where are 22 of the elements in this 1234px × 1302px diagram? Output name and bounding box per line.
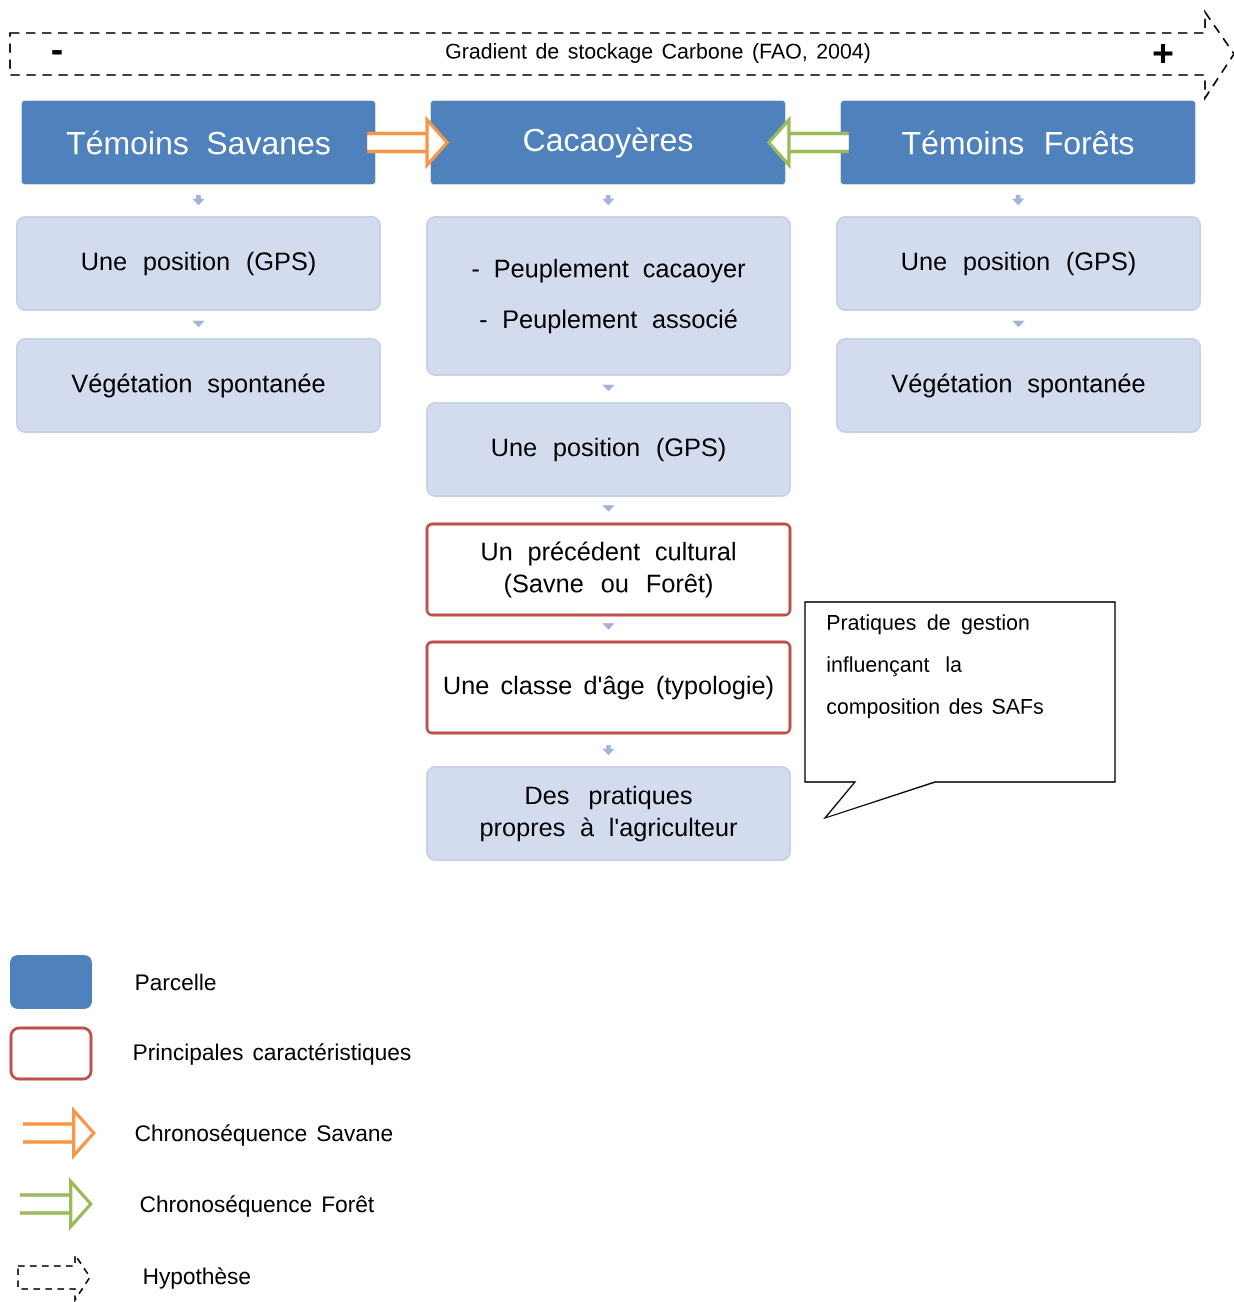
legend-label: Principales caractéristiques: [134, 1043, 411, 1065]
info-box: - Peuplement cacaoyer - Peuplement associé: [426, 216, 791, 376]
characteristic-box: Une classe d'âge (typologie): [425, 640, 792, 735]
speech-bubble: Pratiques de gestion influençant la composition des SAFs: [804, 601, 1116, 820]
parcel-box: Cacaoyères: [430, 100, 786, 185]
legend-label: Parcelle: [136, 973, 216, 991]
info-box: Une position (GPS): [426, 402, 791, 497]
legend-label: Chronoséquence Savane: [135, 1124, 393, 1146]
legend-label: Hypothèse: [144, 1267, 250, 1289]
gradient-label: Gradient de stockage Carbone (FAO, 2004): [446, 43, 870, 63]
info-box: Une position (GPS): [836, 216, 1201, 311]
dashed-arrow: [9, 9, 1234, 101]
parcel-box: Témoins Forêts: [840, 100, 1196, 185]
info-box: Une position (GPS): [16, 216, 381, 311]
parcel-box: Témoins Savanes: [21, 100, 376, 185]
info-box: Végétation spontanée: [836, 338, 1201, 433]
legend-label: Chronoséquence Forêt: [140, 1195, 374, 1217]
characteristic-box: Un précédent cultural (Savne ou Forêt): [425, 522, 792, 617]
plus-sign: +: [1153, 44, 1173, 63]
info-box: Des pratiques propres à l'agriculteur: [426, 766, 791, 861]
info-box: Végétation spontanée: [16, 338, 381, 433]
minus-sign: -: [52, 50, 62, 55]
